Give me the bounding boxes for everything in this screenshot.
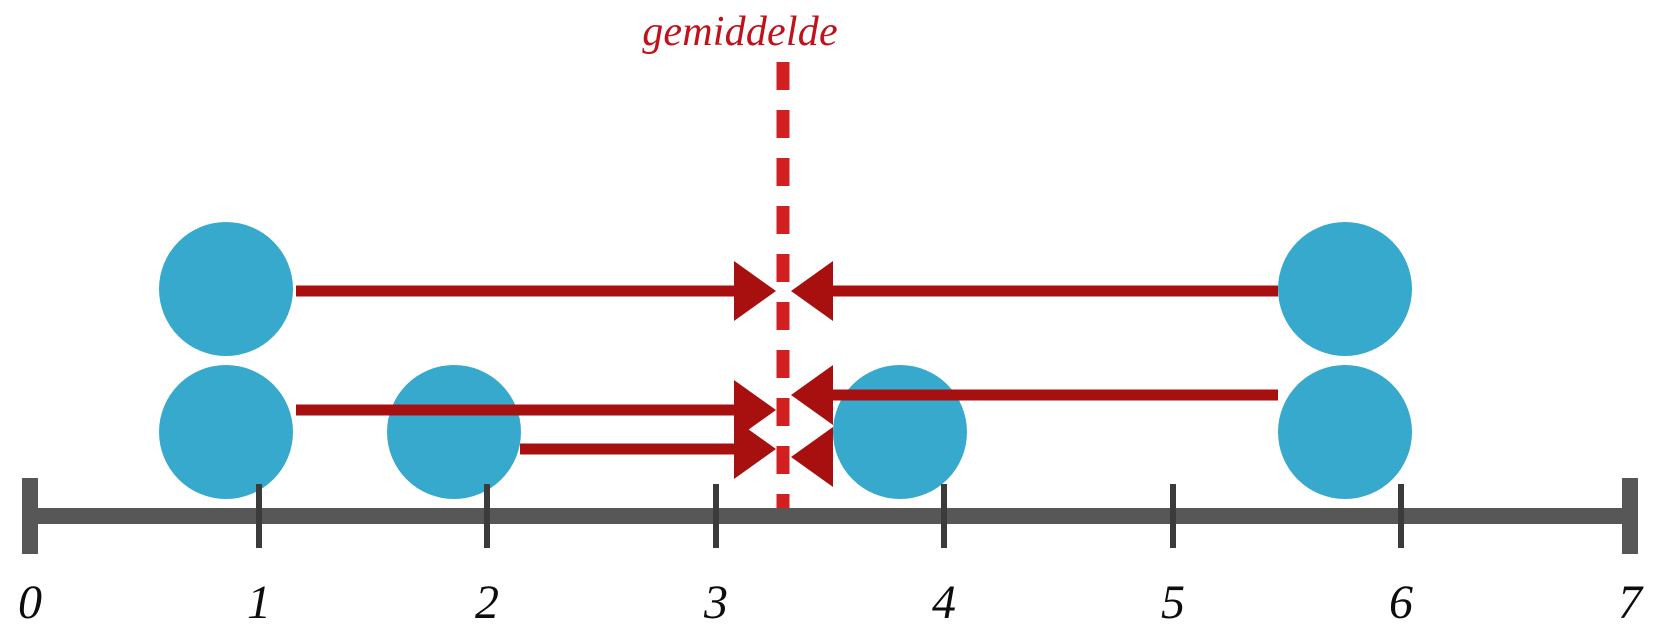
axis-endcap-7 xyxy=(1622,478,1638,554)
axis-tick-label-2: 2 xyxy=(475,576,499,629)
arrows-layer xyxy=(296,261,1278,487)
axis-tick-label-3: 3 xyxy=(704,576,728,629)
dot-2-lower xyxy=(387,365,521,499)
axis-endcap-0 xyxy=(22,478,38,554)
arrow-from-2-lower xyxy=(520,419,776,479)
dot-6-lower xyxy=(1278,365,1412,499)
dot-1-upper xyxy=(159,222,293,356)
axis-tick-2 xyxy=(484,484,490,548)
axis-tick-5 xyxy=(1170,484,1176,548)
axis-line xyxy=(30,508,1630,524)
arrow-from-1-upper-head xyxy=(734,261,776,321)
axis-tick-label-7: 7 xyxy=(1618,576,1642,629)
axis-tick-3 xyxy=(713,484,719,548)
arrow-from-6-upper-head xyxy=(791,261,833,321)
arrow-from-4-lower-head xyxy=(791,427,833,487)
axis-tick-label-1: 1 xyxy=(247,576,271,629)
arrow-from-6-lower-shaft xyxy=(833,389,1278,401)
axis-tick-6 xyxy=(1398,484,1404,548)
arrow-from-1-lower-shaft xyxy=(296,404,734,416)
arrow-from-1-lower-head xyxy=(734,380,776,440)
arrow-from-4-lower xyxy=(791,427,833,487)
arrow-from-2-lower-shaft xyxy=(520,443,734,455)
arrow-from-1-upper-shaft xyxy=(296,285,734,297)
arrow-from-1-upper xyxy=(296,261,776,321)
axis-tick-label-0: 0 xyxy=(18,576,42,629)
arrow-from-6-upper xyxy=(791,261,1278,321)
arrow-from-6-lower xyxy=(791,365,1278,425)
dot-4-lower xyxy=(833,365,967,499)
mean-label: gemiddelde xyxy=(642,9,838,55)
arrow-from-6-lower-head xyxy=(791,365,833,425)
axis-tick-label-5: 5 xyxy=(1161,576,1185,629)
dot-6-upper xyxy=(1278,222,1412,356)
arrow-from-6-upper-shaft xyxy=(833,285,1278,297)
axis-tick-label-4: 4 xyxy=(932,576,956,629)
axis-tick-label-6: 6 xyxy=(1389,576,1413,629)
axis-layer xyxy=(22,478,1638,554)
axis-tick-4 xyxy=(941,484,947,548)
arrow-from-1-lower xyxy=(296,380,776,440)
axis-tick-1 xyxy=(256,484,262,548)
arrow-from-2-lower-head xyxy=(734,419,776,479)
dot-1-lower xyxy=(159,365,293,499)
